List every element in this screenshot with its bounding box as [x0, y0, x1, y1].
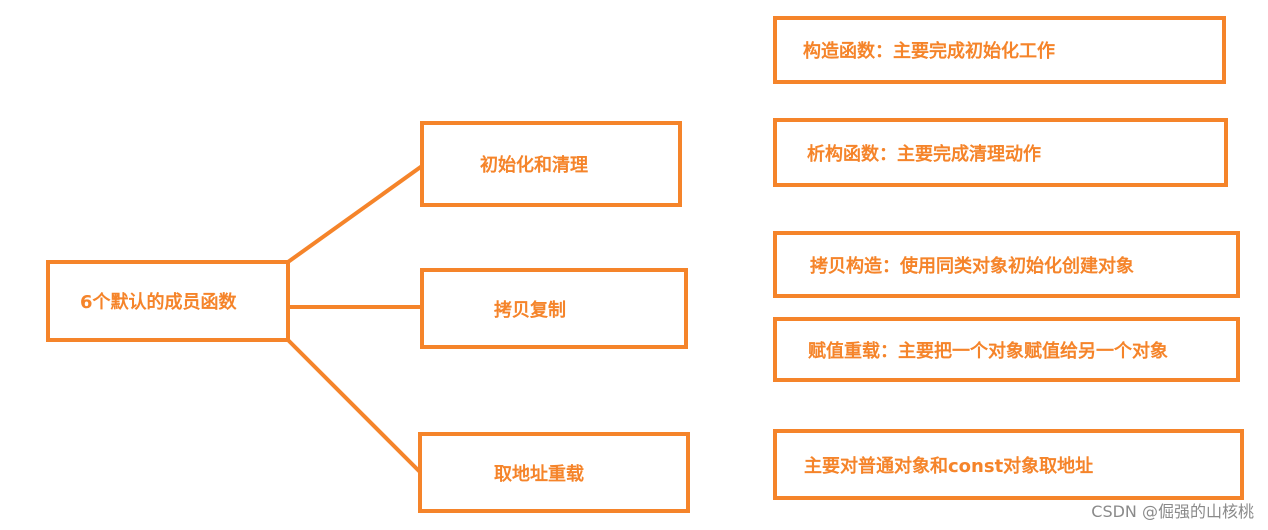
detail-node-assignment-overload: 赋值重载：主要把一个对象赋值给另一个对象 — [773, 317, 1240, 382]
watermark: CSDN @倔强的山核桃 — [1091, 502, 1254, 521]
connector-root-to-address — [286, 338, 422, 474]
detail-node-copy-constructor: 拷贝构造：使用同类对象初始化创建对象 — [773, 231, 1240, 298]
detail-node-label: 析构函数：主要完成清理动作 — [807, 143, 1041, 165]
root-node: 6个默认的成员函数 — [46, 260, 290, 342]
connector-root-to-init-cleanup — [286, 164, 424, 264]
detail-node-address-of: 主要对普通对象和const对象取地址 — [773, 429, 1244, 500]
detail-node-label: 拷贝构造：使用同类对象初始化创建对象 — [810, 255, 1134, 277]
detail-node-label: 赋值重载：主要把一个对象赋值给另一个对象 — [808, 340, 1168, 362]
detail-node-label: 构造函数：主要完成初始化工作 — [803, 41, 1055, 62]
branch-node-label: 初始化和清理 — [480, 155, 588, 176]
branch-node-address-overload: 取地址重载 — [418, 432, 690, 513]
branch-node-label: 拷贝复制 — [494, 299, 566, 321]
detail-node-constructor: 构造函数：主要完成初始化工作 — [773, 16, 1226, 84]
root-node-label: 6个默认的成员函数 — [80, 292, 237, 313]
detail-node-label: 主要对普通对象和const对象取地址 — [804, 455, 1094, 477]
branch-node-init-cleanup: 初始化和清理 — [420, 121, 682, 207]
detail-node-destructor: 析构函数：主要完成清理动作 — [773, 118, 1228, 187]
branch-node-label: 取地址重载 — [494, 463, 584, 485]
branch-node-copy: 拷贝复制 — [420, 268, 688, 349]
